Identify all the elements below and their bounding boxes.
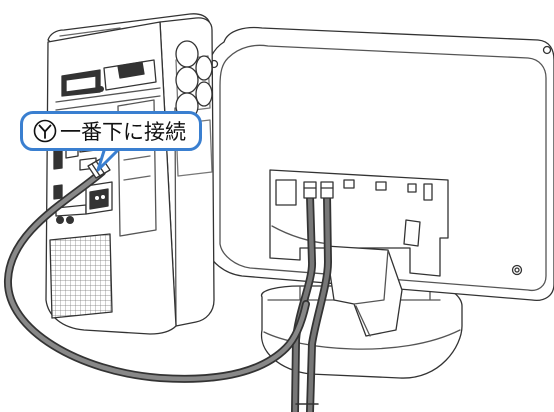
- monitor-stand: [325, 245, 403, 337]
- callout-text: 一番下に接続: [60, 120, 186, 144]
- callout-connect-bottom: 一番下に接続: [20, 111, 202, 151]
- vent-grille: [49, 233, 113, 319]
- pc-tower: [45, 13, 215, 335]
- front-bay-ovals: [175, 40, 213, 120]
- power-led-icon: [511, 264, 523, 276]
- screw-icon: [542, 45, 552, 55]
- monitor: [205, 26, 554, 379]
- antenna-icon: [33, 119, 57, 143]
